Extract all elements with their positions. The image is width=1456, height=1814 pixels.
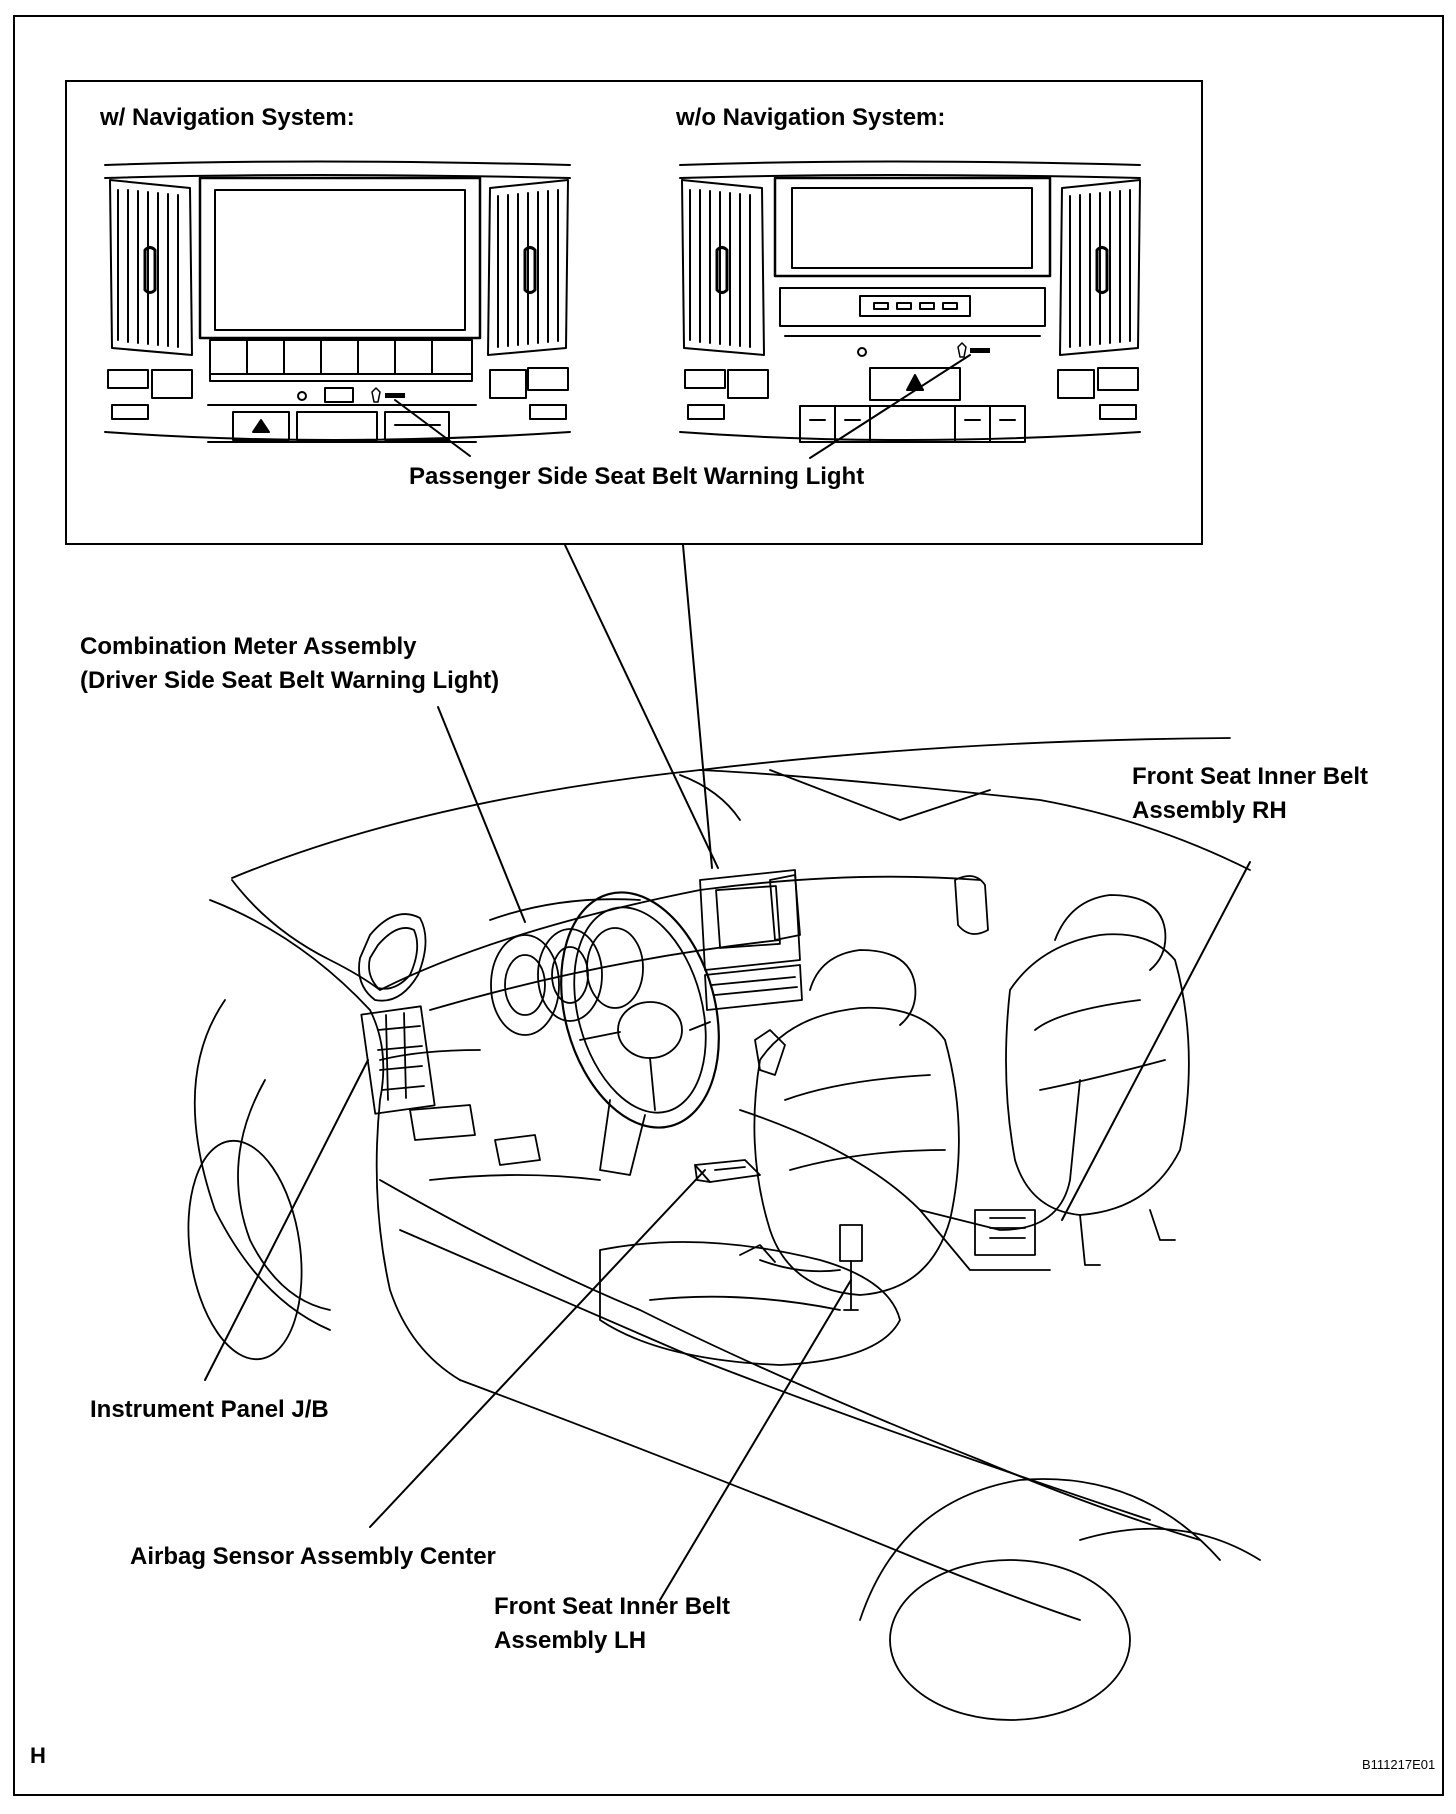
with-navigation-title: w/ Navigation System: <box>100 104 355 131</box>
passenger-seat-belt-warning-light-label: Passenger Side Seat Belt Warning Light <box>409 463 865 490</box>
vehicle-interior-illustration <box>187 737 1261 1721</box>
figure-code: B111217E01 <box>1362 1757 1436 1772</box>
front-seat-inner-belt-lh-line1: Front Seat Inner Belt <box>494 1593 731 1620</box>
front-seat-inner-belt-rh-line1: Front Seat Inner Belt <box>1132 763 1369 790</box>
combination-meter-label-line2: (Driver Side Seat Belt Warning Light) <box>80 667 500 694</box>
inset-panel <box>65 80 1203 545</box>
front-seat-inner-belt-rh-line2: Assembly RH <box>1132 797 1287 824</box>
combination-meter-label-line1: Combination Meter Assembly <box>80 633 417 660</box>
passenger-warning-light-leaders <box>394 354 971 459</box>
section-letter: H <box>30 1743 46 1768</box>
inset-pointer-lines <box>564 544 719 869</box>
without-navigation-title: w/o Navigation System: <box>676 104 946 131</box>
label-leader-lines <box>204 706 1251 1601</box>
dash-without-navigation-illustration <box>679 160 1141 443</box>
instrument-panel-jb-label: Instrument Panel J/B <box>90 1396 329 1423</box>
airbag-sensor-label: Airbag Sensor Assembly Center <box>130 1543 496 1570</box>
dash-with-navigation-illustration <box>104 160 571 443</box>
figure-frame <box>13 15 1444 1796</box>
front-seat-inner-belt-lh-line2: Assembly LH <box>494 1627 647 1654</box>
